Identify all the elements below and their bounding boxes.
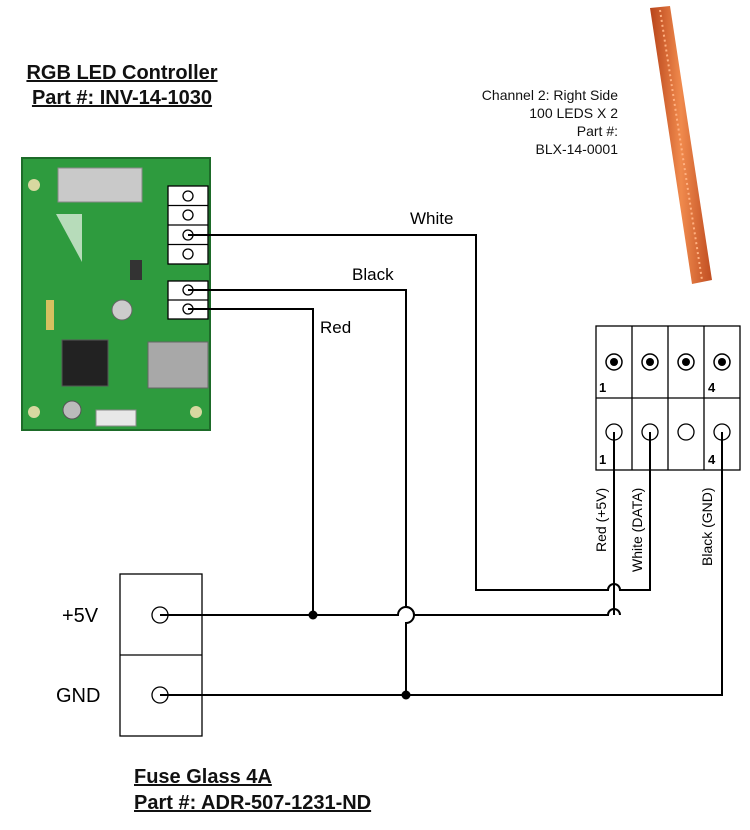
channel-description: Channel 2: Right Side 100 LEDS X 2 Part … bbox=[430, 86, 618, 158]
white-wire bbox=[188, 234, 651, 591]
label-black-gnd: Black (GND) bbox=[699, 487, 715, 566]
black-junction-dot bbox=[401, 690, 411, 700]
gnd-label: GND bbox=[56, 685, 100, 707]
fuse-part-number: Part #: ADR-507-1231-ND bbox=[134, 792, 372, 814]
red-wire-label: Red bbox=[320, 318, 351, 337]
plus5v-wire bbox=[160, 606, 621, 616]
fuse-holder bbox=[119, 573, 203, 737]
plus5v-label: +5V bbox=[62, 605, 99, 627]
red-wire bbox=[188, 308, 314, 615]
red-junction-dot bbox=[308, 610, 318, 620]
label-white-data: White (DATA) bbox=[629, 488, 645, 572]
fuse-title: Fuse Glass 4A Part #: ADR-507-1231-ND bbox=[120, 766, 420, 815]
pin-label-top-4: 4 bbox=[708, 380, 716, 395]
black-wire bbox=[188, 289, 415, 695]
label-red-5v: Red (+5V) bbox=[593, 488, 609, 552]
controller-terminal-block-power bbox=[167, 280, 209, 320]
channel-line-1: Channel 2: Right Side bbox=[481, 87, 618, 103]
pin-label-bottom-4: 4 bbox=[708, 452, 716, 467]
controller-terminal-block-top bbox=[167, 185, 209, 265]
channel-line-4: BLX-14-0001 bbox=[535, 141, 618, 157]
channel-line-3: Part #: bbox=[576, 123, 618, 139]
controller-name: RGB LED Controller bbox=[26, 62, 218, 84]
led-connector bbox=[595, 325, 741, 471]
controller-title: RGB LED Controller Part #: INV-14-1030 bbox=[4, 62, 240, 110]
fuse-name: Fuse Glass 4A bbox=[134, 766, 272, 788]
black-wire-label: Black bbox=[352, 265, 394, 284]
channel-line-2: 100 LEDS X 2 bbox=[529, 105, 618, 121]
gnd-wire bbox=[160, 432, 723, 696]
pin-label-bottom-1: 1 bbox=[599, 452, 606, 467]
led-strip-image bbox=[650, 6, 712, 284]
white-wire-label: White bbox=[410, 209, 453, 228]
pin-label-top-1: 1 bbox=[599, 380, 606, 395]
connector-top-pins bbox=[605, 353, 731, 371]
controller-part-number: Part #: INV-14-1030 bbox=[31, 87, 213, 109]
